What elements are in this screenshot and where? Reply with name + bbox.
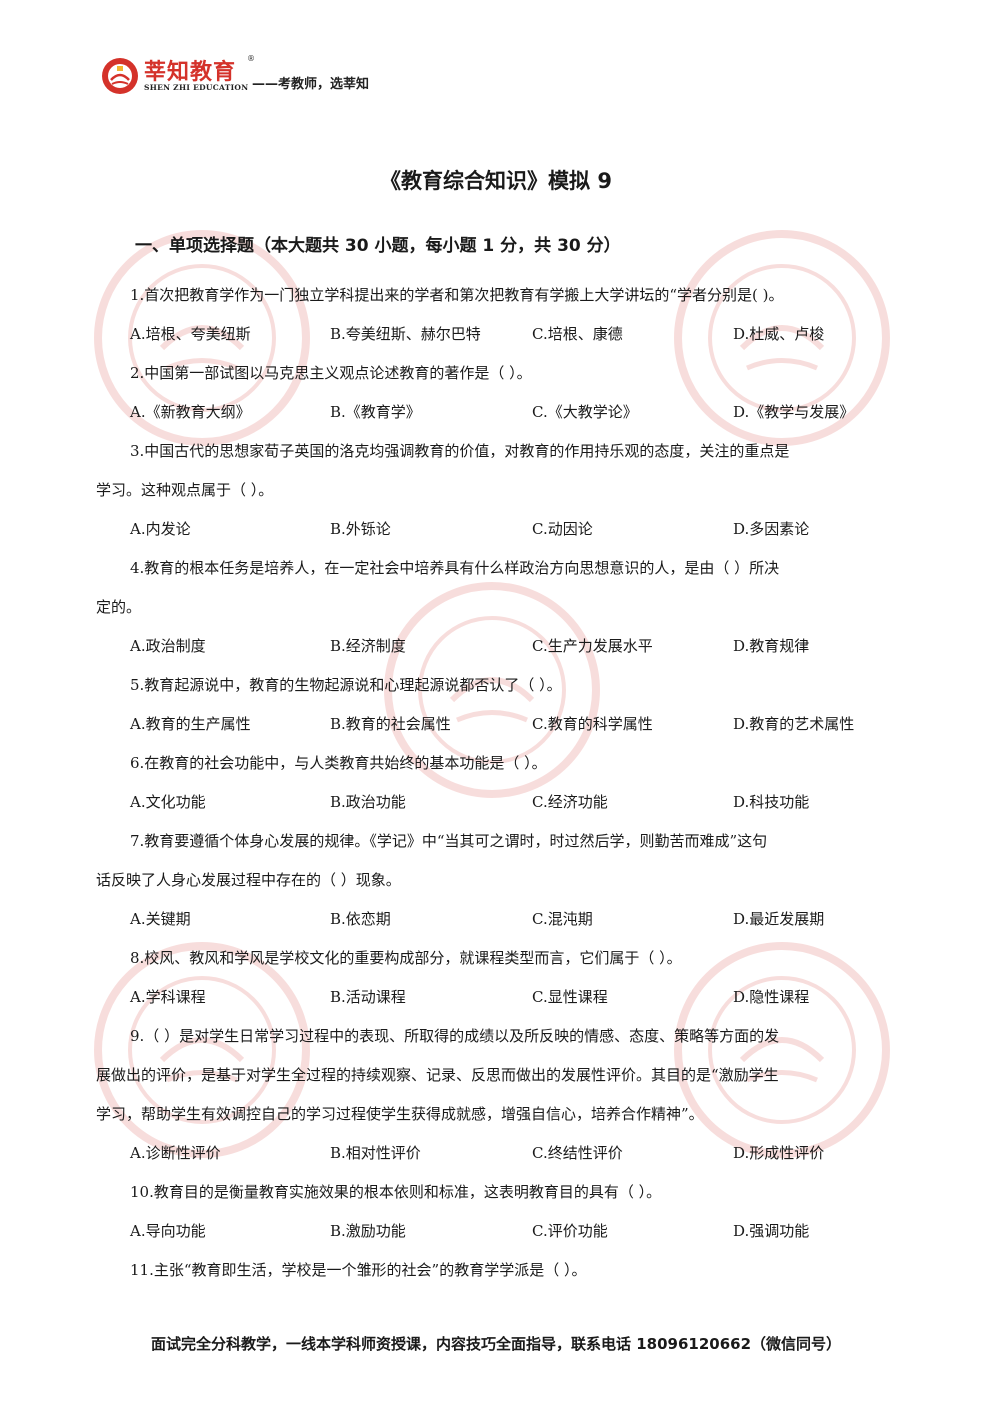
question-stem: 8.校风、教风和学风是学校文化的重要构成部分，就课程类型而言，它们属于（ ）。 <box>130 949 682 967</box>
answer-option: C.教育的科学属性 <box>532 715 653 733</box>
answer-option: B.夸美纽斯、赫尔巴特 <box>330 325 481 343</box>
answer-option: D.教育的艺术属性 <box>733 715 855 733</box>
section-heading: 一、单项选择题（本大题共 30 小题，每小题 1 分，共 30 分） <box>135 236 621 256</box>
answer-option: C.显性课程 <box>532 988 608 1006</box>
answer-option: C.评价功能 <box>532 1222 608 1240</box>
question-stem-continuation: 展做出的评价，是基于对学生全过程的持续观察、记录、反思而做出的发展性评价。其目的… <box>96 1066 779 1084</box>
answer-option: A.内发论 <box>130 520 191 538</box>
question-stem: 7.教育要遵循个体身心发展的规律。《学记》中“当其可之谓时，时过然后学，则勤苦而… <box>130 832 768 850</box>
footer-contact: 面试完全分科教学，一线本学科师资授课，内容技巧全面指导，联系电话 1809612… <box>150 1335 842 1353</box>
brand-slogan: ——考教师，选莘知 <box>252 77 370 92</box>
answer-option: B.《教育学》 <box>330 403 421 421</box>
question-stem: 2.中国第一部试图以马克思主义观点论述教育的著作是（ ）。 <box>130 364 532 382</box>
watermark-seal <box>94 942 310 1158</box>
answer-option: D.多因素论 <box>733 520 810 538</box>
answer-option: D.强调功能 <box>733 1222 810 1240</box>
question-stem-continuation: 学习。这种观点属于（ ）。 <box>96 481 274 499</box>
question-stem-continuation: 学习，帮助学生有效调控自己的学习过程使学生获得成就感，增强自信心，培养合作精神”… <box>96 1105 704 1123</box>
answer-option: C.生产力发展水平 <box>532 637 653 655</box>
answer-option: B.外铄论 <box>330 520 391 538</box>
answer-option: D.隐性课程 <box>733 988 810 1006</box>
answer-option: B.政治功能 <box>330 793 406 811</box>
answer-option: C.《大教学论》 <box>532 403 638 421</box>
question-stem: 3.中国古代的思想家荀子英国的洛克均强调教育的价值，对教育的作用持乐观的态度，关… <box>130 442 790 460</box>
answer-option: B.依恋期 <box>330 910 391 928</box>
answer-option: A.学科课程 <box>130 988 206 1006</box>
question-stem: 5.教育起源说中，教育的生物起源说和心理起源说都否认了（ ）。 <box>130 676 562 694</box>
answer-option: A.《新教育大纲》 <box>130 403 251 421</box>
question-stem: 11.主张“教育即生活，学校是一个雏形的社会”的教育学学派是（ ）。 <box>130 1261 587 1279</box>
answer-option: B.激励功能 <box>330 1222 406 1240</box>
document-title: 《教育综合知识》模拟 9 <box>380 169 612 193</box>
answer-option: B.经济制度 <box>330 637 406 655</box>
answer-option: A.关键期 <box>130 910 191 928</box>
answer-option: B.相对性评价 <box>330 1144 421 1162</box>
answer-option: A.导向功能 <box>130 1222 206 1240</box>
answer-option: C.经济功能 <box>532 793 608 811</box>
answer-option: D.最近发展期 <box>733 910 825 928</box>
question-stem-continuation: 定的。 <box>96 598 142 616</box>
question-stem: 9.（ ）是对学生日常学习过程中的表现、所取得的成绩以及所反映的情感、态度、策略… <box>130 1027 780 1045</box>
question-stem: 4.教育的根本任务是培养人，在一定社会中培养具有什么样政治方向思想意识的人，是由… <box>130 559 780 577</box>
answer-option: D.《教学与发展》 <box>733 403 855 421</box>
answer-option: C.混沌期 <box>532 910 593 928</box>
answer-option: D.科技功能 <box>733 793 810 811</box>
question-stem: 6.在教育的社会功能中，与人类教育共始终的基本功能是（ ）。 <box>130 754 547 772</box>
answer-option: A.诊断性评价 <box>130 1144 221 1162</box>
brand-english-name: SHEN ZHI EDUCATION <box>144 83 249 92</box>
answer-option: A.培根、夸美纽斯 <box>130 325 251 343</box>
answer-option: B.教育的社会属性 <box>330 715 451 733</box>
answer-option: A.教育的生产属性 <box>130 715 251 733</box>
brand-name: 莘知教育 <box>144 60 237 85</box>
brand-header: 莘知教育 ® SHEN ZHI EDUCATION ——考教师，选莘知 <box>100 52 420 98</box>
question-stem-continuation: 话反映了人身心发展过程中存在的（ ）现象。 <box>96 871 401 889</box>
answer-option: D.教育规律 <box>733 637 810 655</box>
answer-option: C.终结性评价 <box>532 1144 623 1162</box>
watermark-seal <box>674 942 890 1158</box>
logo-icon <box>102 58 138 94</box>
registered-mark: ® <box>247 54 255 63</box>
answer-option: A.文化功能 <box>130 793 206 811</box>
answer-option: A.政治制度 <box>130 637 206 655</box>
answer-option: C.动因论 <box>532 520 593 538</box>
answer-option: D.形成性评价 <box>733 1144 825 1162</box>
question-stem: 1.首次把教育学作为一门独立学科提出来的学者和第次把教育有学搬上大学讲坛的“学者… <box>130 286 784 304</box>
answer-option: B.活动课程 <box>330 988 406 1006</box>
answer-option: D.杜威、卢梭 <box>733 325 825 343</box>
question-stem: 10.教育目的是衡量教育实施效果的根本依则和标准，这表明教育目的具有（ ）。 <box>130 1183 662 1201</box>
answer-option: C.培根、康德 <box>532 325 623 343</box>
